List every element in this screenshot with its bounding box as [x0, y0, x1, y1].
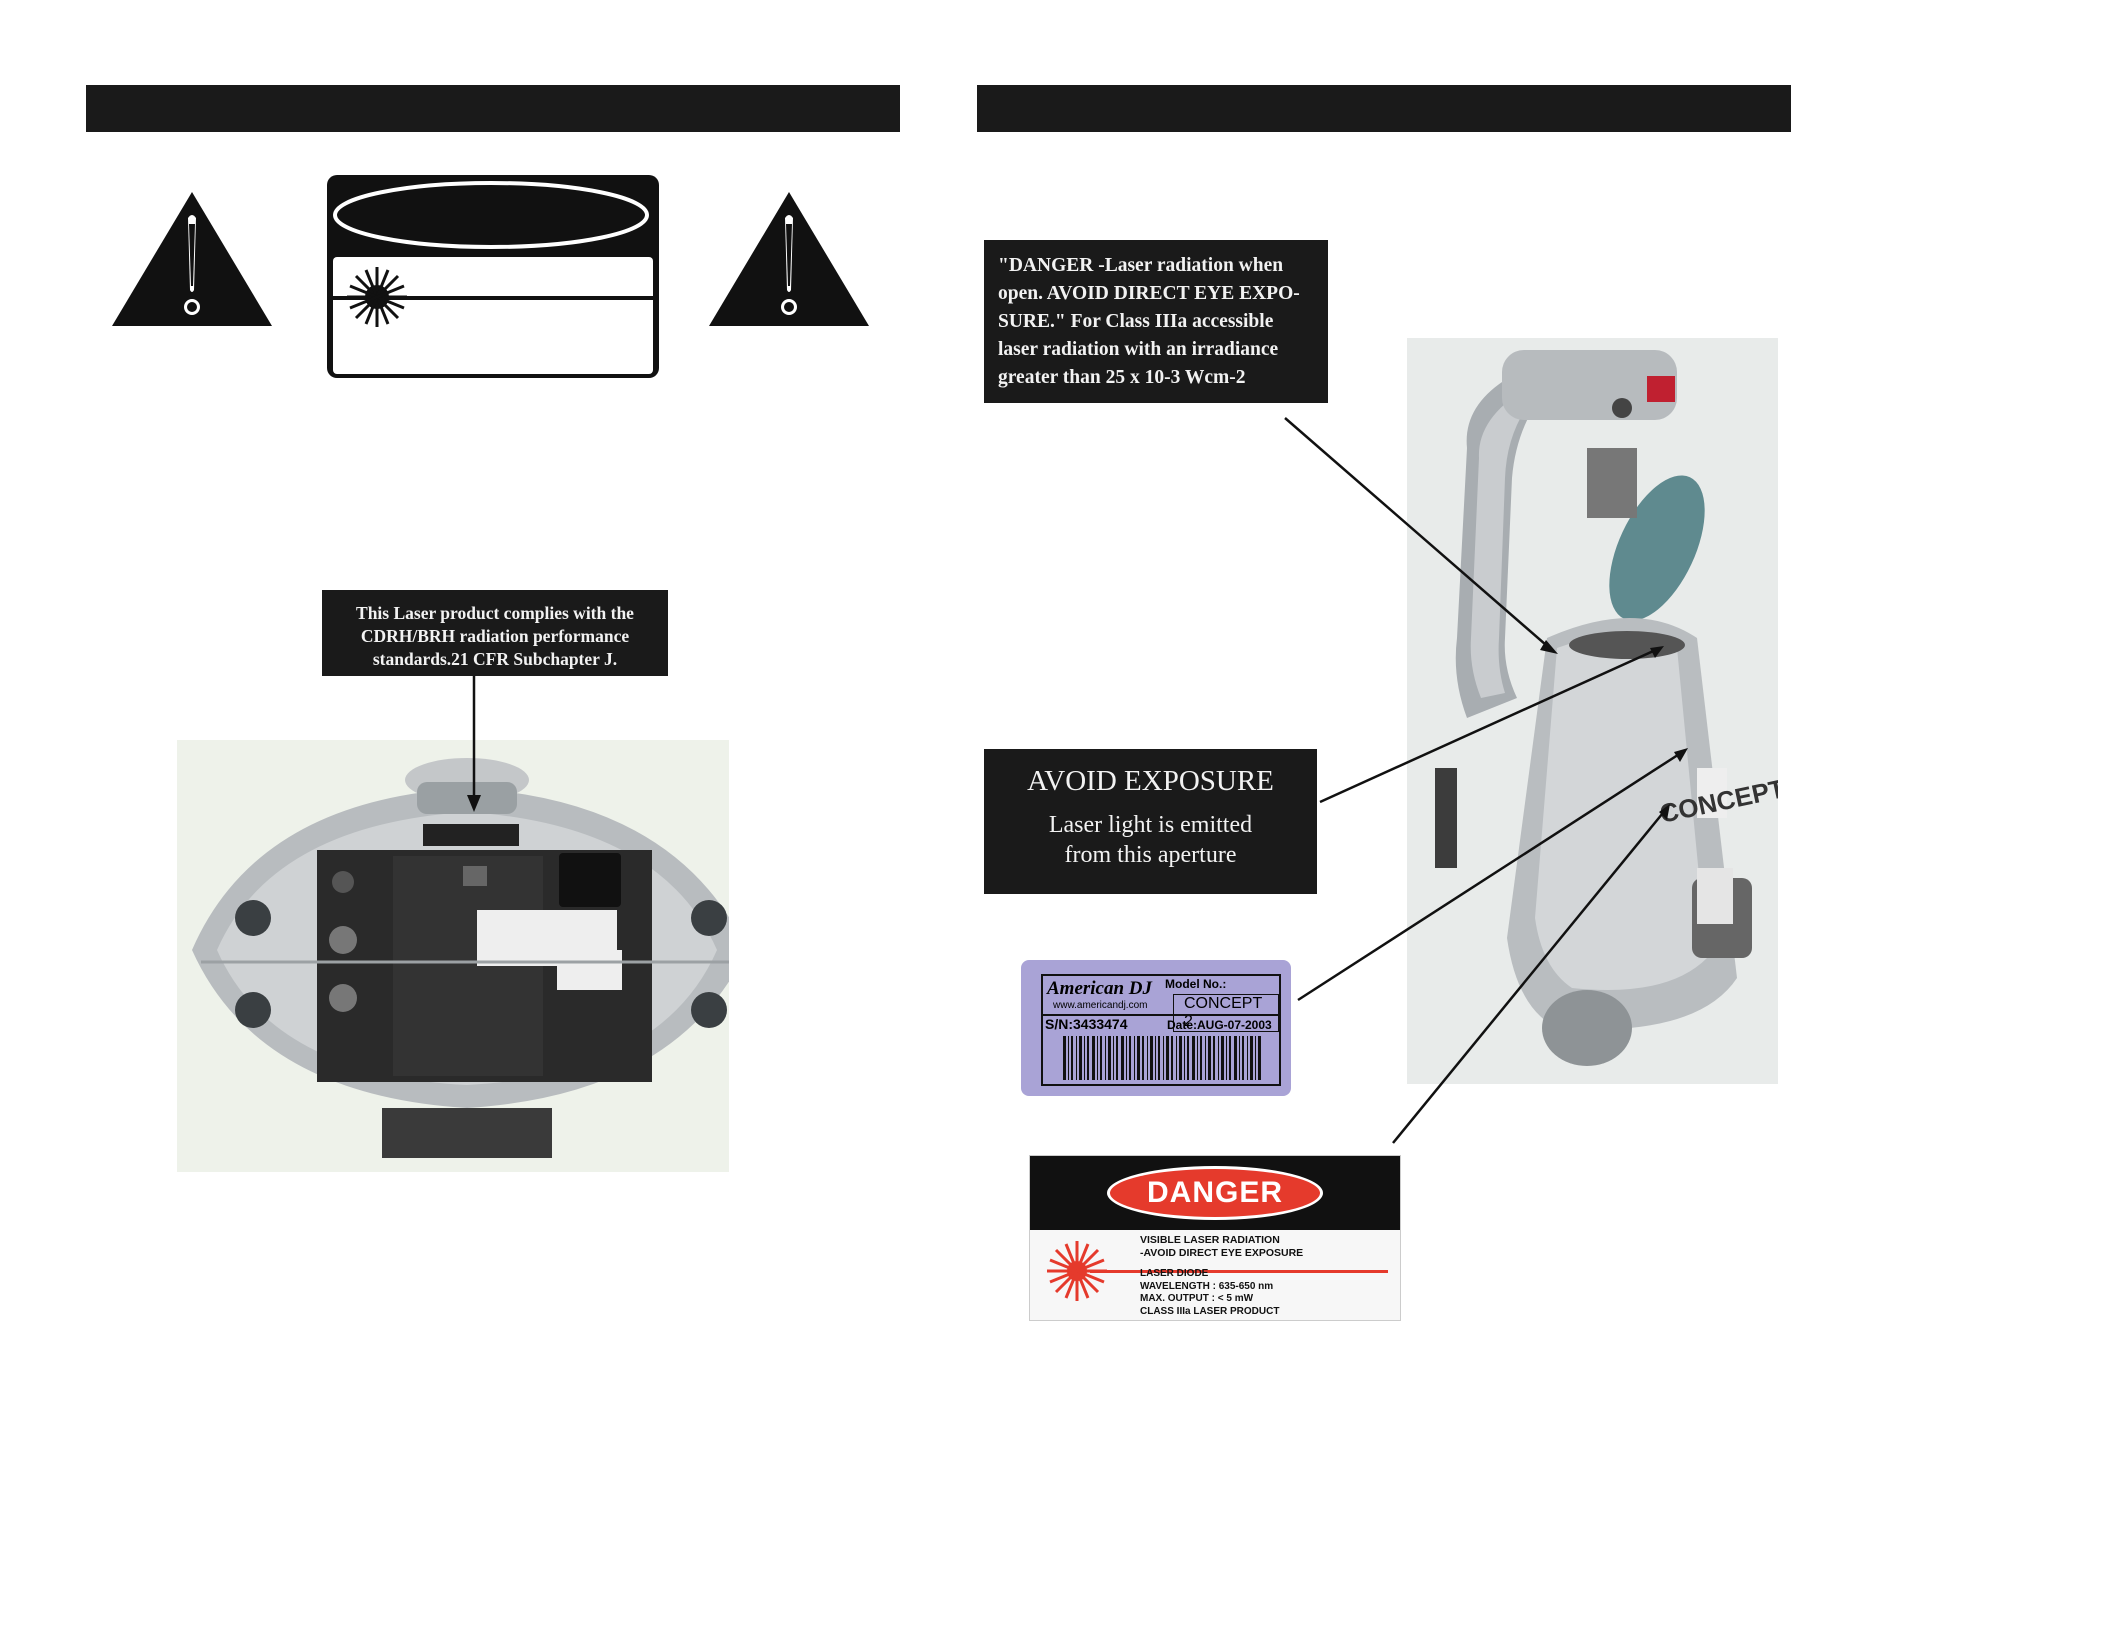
danger-open-line-1: "DANGER -Laser radiation when: [998, 255, 1284, 276]
right-warning-triangle-icon: [709, 192, 869, 326]
laser-starburst-icon: [347, 267, 407, 327]
danger-warn-line-2: -AVOID DIRECT EYE EXPOSURE: [1140, 1247, 1304, 1259]
danger-laser-label: DANGER VISIBLE LASER RADIATION -AVOID DI…: [1029, 1155, 1401, 1321]
danger-open-label: "DANGER -Laser radiation when open. AVOI…: [984, 240, 1328, 403]
laser-sign-template: [325, 173, 661, 380]
compliance-line-2: CDRH/BRH radiation performance: [360, 626, 630, 646]
right-header-bar: [977, 85, 1791, 132]
avoid-exposure-line-1: Laser light is emitted: [1048, 812, 1253, 838]
red-laser-beam: [1090, 1270, 1388, 1273]
model-value: CONCEPT 2: [1173, 994, 1279, 1032]
danger-heading: DANGER: [1107, 1166, 1323, 1220]
red-laser-starburst-icon: [1047, 1241, 1107, 1301]
danger-open-line-3: SURE." For Class IIIa accessible: [998, 311, 1274, 332]
danger-open-line-5: greater than 25 x 10-3 Wcm-2: [998, 367, 1246, 388]
danger-label-header: DANGER: [1030, 1156, 1400, 1230]
danger-spec-text: LASER DIODE WAVELENGTH : 635-650 nm MAX.…: [1140, 1268, 1279, 1318]
compliance-line-1: This Laser product complies with the: [356, 603, 634, 623]
rear-panel-photo: [177, 740, 747, 1172]
danger-warn-text: VISIBLE LASER RADIATION -AVOID DIRECT EY…: [1140, 1234, 1303, 1260]
barcode: [1063, 1036, 1261, 1080]
fixture-photo: CONCEPT: [1407, 338, 1788, 1084]
left-header-bar: [86, 85, 900, 132]
brand-url: www.americandj.com: [1053, 1000, 1148, 1011]
left-warning-triangle-icon: [112, 192, 272, 326]
model-caption: Model No.:: [1165, 977, 1227, 991]
brand-name: American DJ: [1047, 978, 1153, 999]
serial-value: S/N:3433474: [1045, 1016, 1128, 1032]
avoid-exposure-label: AVOID EXPOSURE Laser light is emitted fr…: [984, 749, 1317, 894]
date-value: Date:AUG-07-2003: [1167, 1018, 1272, 1032]
compliance-line-3: standards.21 CFR Subchapter J.: [372, 649, 618, 669]
danger-spec-line-3: MAX. OUTPUT : < 5 mW: [1140, 1293, 1254, 1304]
serial-number-label: American DJ www.americandj.com Model No.…: [1021, 960, 1291, 1096]
danger-open-line-4: laser radiation with an irradiance: [998, 339, 1279, 360]
danger-spec-line-2: WAVELENGTH : 635-650 nm: [1140, 1280, 1274, 1292]
danger-open-line-2: open. AVOID DIRECT EYE EXPO-: [998, 283, 1300, 304]
compliance-label: This Laser product complies with the CDR…: [322, 590, 668, 676]
danger-spec-line-1: LASER DIODE: [1140, 1268, 1209, 1279]
danger-warn-line-1: VISIBLE LASER RADIATION: [1140, 1234, 1280, 1246]
avoid-exposure-line-2: from this aperture: [1064, 842, 1237, 868]
avoid-exposure-title: AVOID EXPOSURE: [1027, 765, 1274, 797]
danger-spec-line-4: CLASS IIIa LASER PRODUCT: [1140, 1305, 1280, 1317]
serial-label-inner: American DJ www.americandj.com Model No.…: [1041, 974, 1281, 1086]
